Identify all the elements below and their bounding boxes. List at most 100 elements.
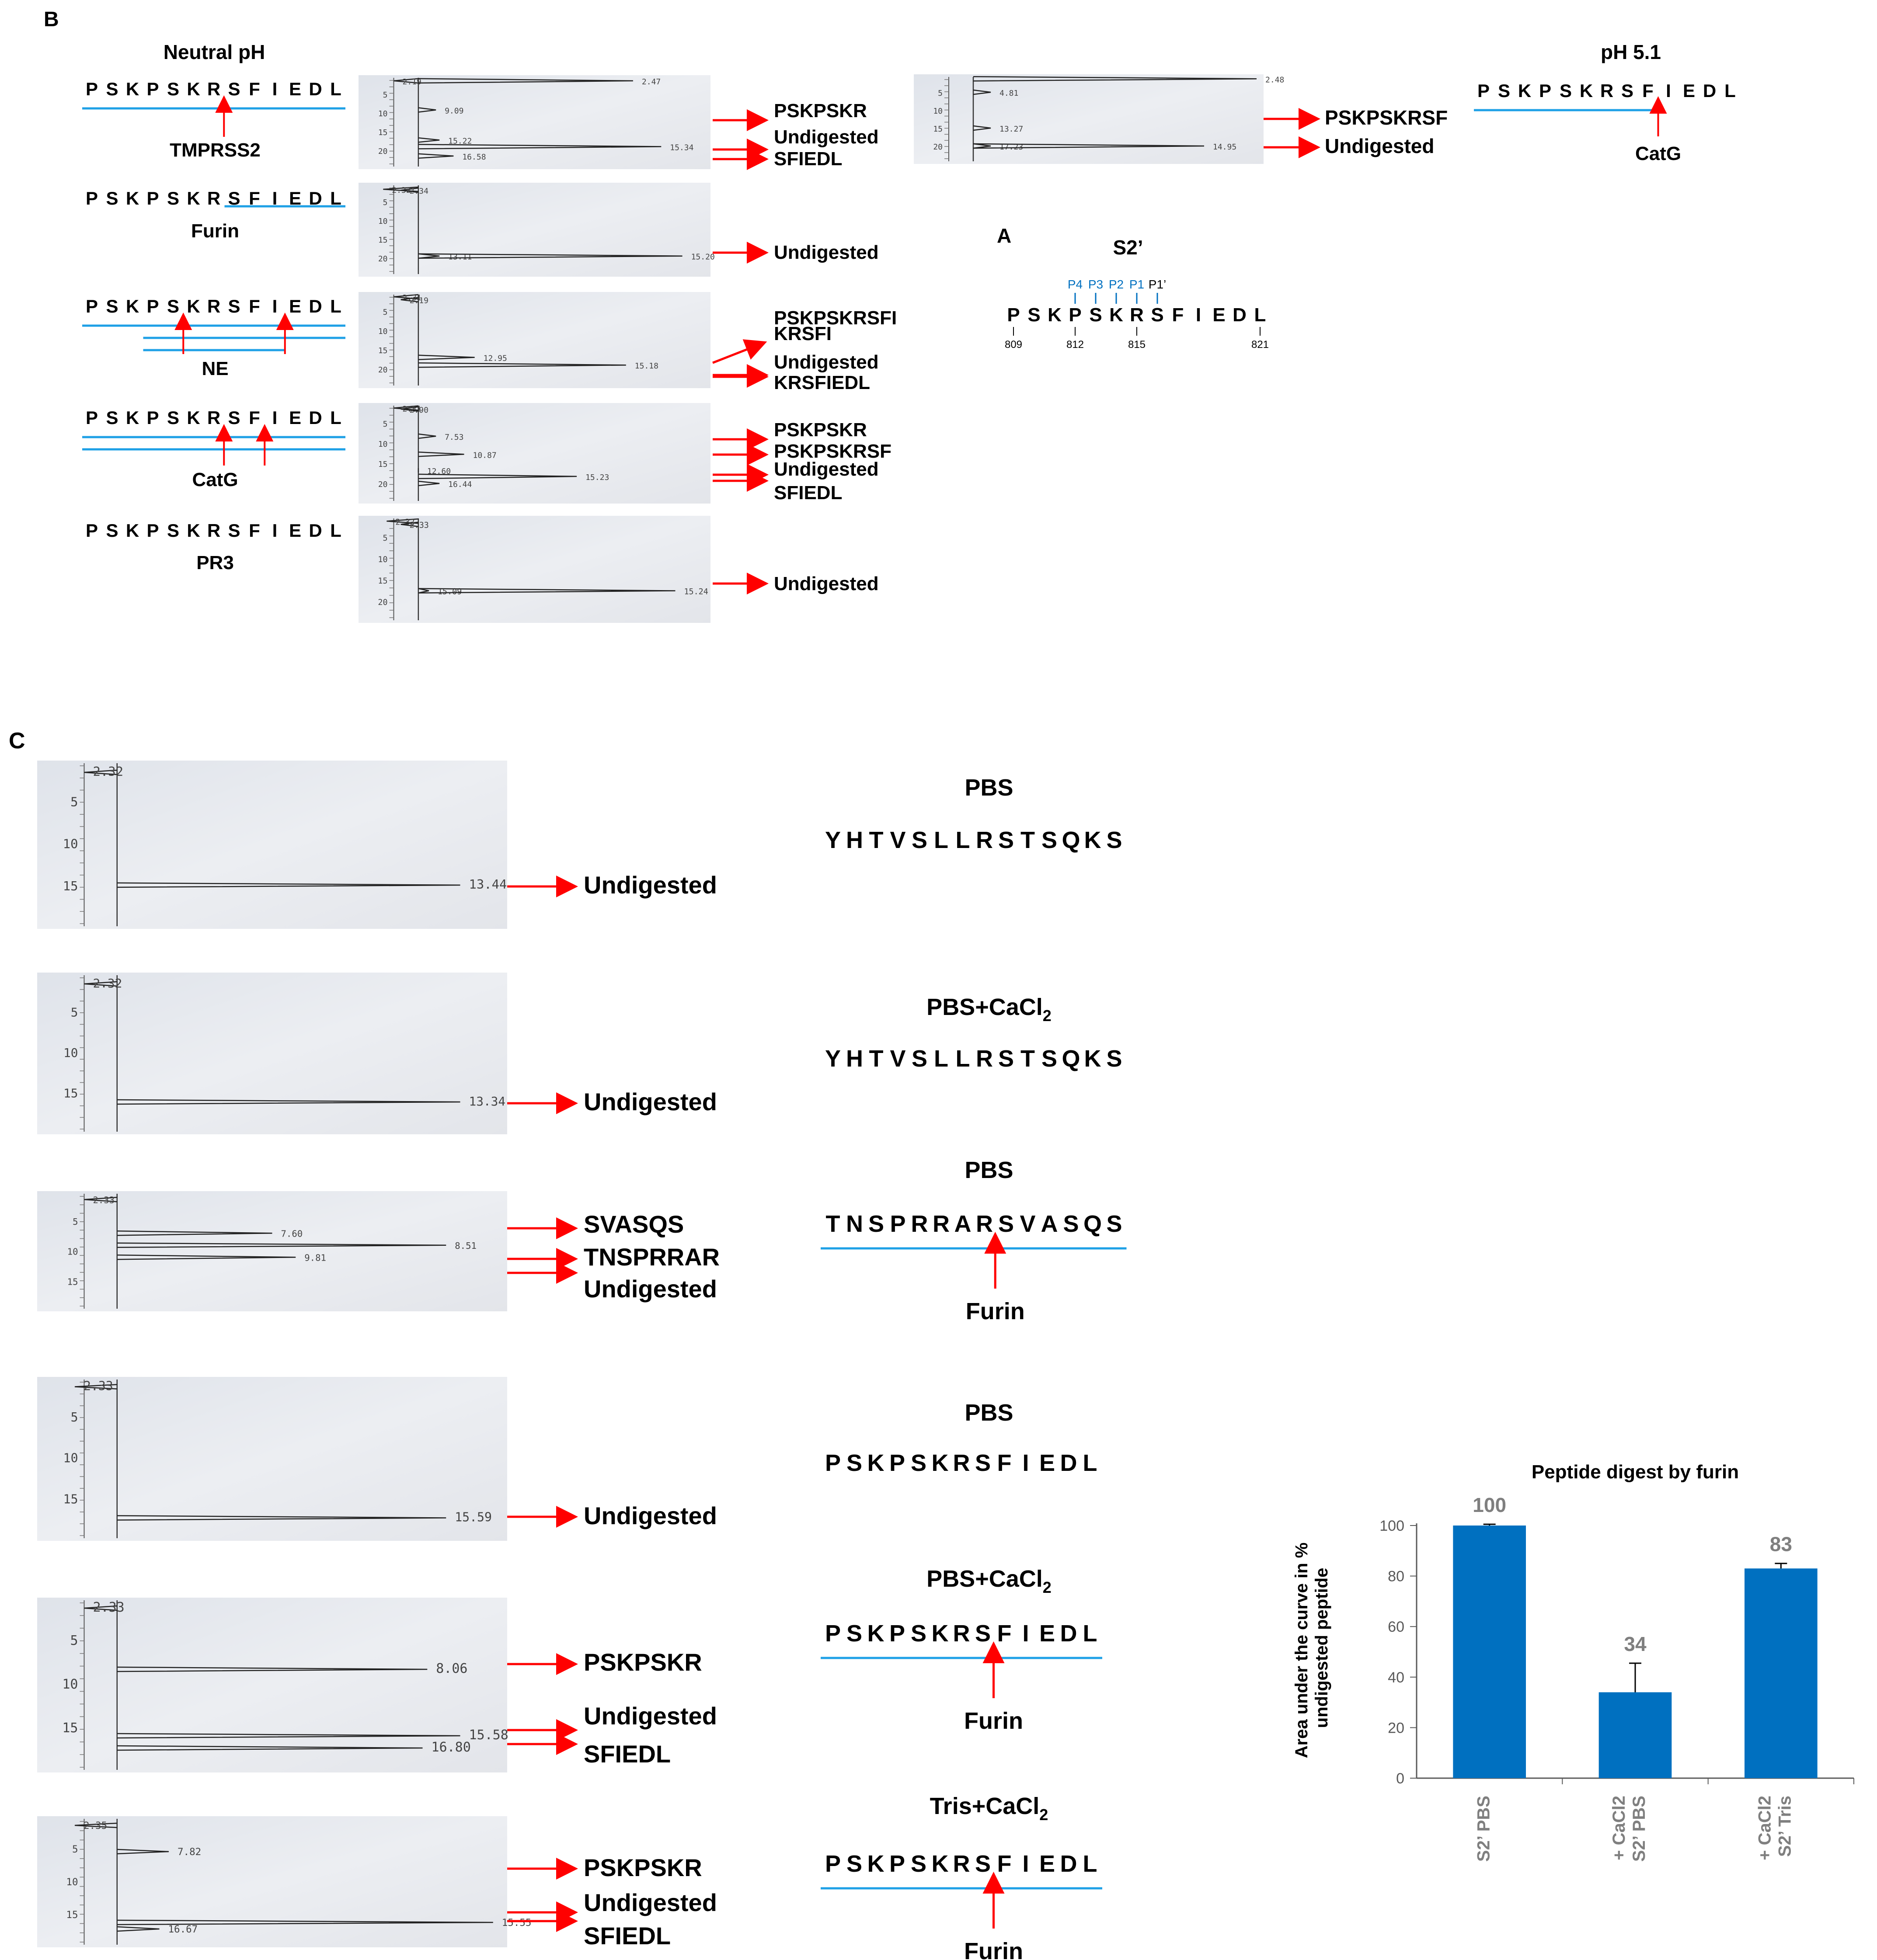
chromatogram-peak	[117, 1926, 160, 1932]
peak-retention-time: 15.18	[635, 361, 658, 371]
chromatogram-peak	[84, 1605, 117, 1611]
residue-letter: I	[272, 79, 278, 99]
y-tick-label: 60	[1388, 1619, 1404, 1635]
enzyme-label: Furin	[966, 1298, 1025, 1324]
residue-letter: E	[289, 520, 301, 541]
residue-letter: S	[167, 520, 179, 541]
buffer-subscript: 2	[1043, 1578, 1052, 1596]
chromatogram-axis-label: 5	[383, 198, 388, 207]
chromatogram-axis-label: 10	[63, 1046, 78, 1060]
chromatogram-peak	[973, 125, 991, 131]
residue-letter: F	[249, 296, 260, 316]
chromatogram-peak	[418, 144, 662, 149]
chromatogram-axis-label: 10	[378, 109, 388, 118]
chromatogram-peak	[117, 1849, 169, 1855]
residue-letter: A	[954, 1211, 972, 1237]
peak-retention-time: 7.53	[445, 433, 463, 442]
category-label-line: S2’ PBS	[1474, 1796, 1494, 1862]
residue-letter: R	[207, 520, 220, 541]
residue-letter: P	[889, 1620, 905, 1647]
category-label: S2’ PBS	[1474, 1796, 1494, 1862]
chromatogram-axis-label: 15	[378, 346, 388, 355]
residue-letter: K	[126, 296, 139, 316]
chromatogram-peak	[117, 1515, 446, 1521]
enzyme-label: Furin	[964, 1938, 1023, 1960]
residue-letter: D	[1060, 1620, 1077, 1647]
residue-letter: R	[976, 1211, 993, 1237]
residue-letter: S	[912, 827, 927, 853]
residue-letter: N	[846, 1211, 863, 1237]
residue-letter: S	[228, 520, 240, 541]
peak-retention-time: 9.81	[304, 1252, 326, 1263]
residue-letter: K	[126, 188, 139, 209]
residue-letter: S	[1041, 827, 1057, 853]
panel-b-label: B	[44, 8, 59, 31]
chromatogram-axis-label: 5	[73, 1216, 78, 1227]
chromatogram-peak	[117, 1099, 460, 1105]
product-label: Undigested	[584, 1502, 717, 1529]
residue-letter: S	[912, 1046, 927, 1072]
residue-letter: F	[249, 188, 260, 209]
chromatogram-photo	[914, 74, 1264, 164]
product-label: Undigested	[584, 871, 717, 899]
residue-letter: R	[953, 1851, 970, 1877]
peak-retention-time: 2.33	[84, 1379, 113, 1394]
chromatogram-photo	[37, 1191, 507, 1311]
residue-letter: S	[911, 1450, 926, 1476]
furin-digest-chart: Peptide digest by furin Area under the c…	[1292, 1461, 1854, 1862]
residue-letter: P	[1007, 304, 1020, 326]
product-label: Undigested	[774, 573, 879, 594]
chromatogram-peak	[418, 480, 440, 487]
chromatogram-axis-label: 10	[63, 1451, 78, 1466]
residue-letter: R	[953, 1620, 970, 1647]
peak-retention-time: 2.19	[403, 77, 421, 87]
residue-letter: L	[330, 79, 341, 99]
residue-letter: I	[1196, 304, 1201, 326]
chromatogram-peak	[418, 253, 683, 259]
chromatogram-peak	[117, 1745, 423, 1751]
residue-letter: K	[126, 79, 139, 99]
chromatogram-axis-label: 15	[378, 128, 388, 137]
peak-retention-time: 15.34	[670, 143, 693, 152]
peak-retention-time: 2.32	[93, 764, 124, 779]
chromatogram-photo	[359, 516, 710, 623]
residue-letter: Y	[825, 1046, 841, 1072]
product-label: Undigested	[774, 242, 879, 263]
chromatogram-axis-label: 10	[62, 1677, 78, 1692]
residue-letter: K	[1084, 1046, 1101, 1072]
product-label: KRSFI	[774, 323, 832, 344]
peak-retention-time: 15.58	[469, 1727, 508, 1743]
buffer-subscript: 2	[1039, 1806, 1048, 1824]
residue-letter: R	[1130, 304, 1144, 326]
enzyme-label: Furin	[964, 1708, 1023, 1734]
peak-retention-time: 8.06	[436, 1661, 467, 1676]
buffer-subscript: 2	[1043, 1007, 1052, 1025]
peak-retention-time: 8.51	[455, 1241, 477, 1251]
chromatogram-peak	[400, 406, 419, 412]
data-label: 100	[1473, 1494, 1506, 1516]
product-label: Undigested	[584, 1275, 717, 1303]
residue-letter: D	[309, 407, 322, 428]
y-tick-label: 80	[1388, 1568, 1404, 1585]
chart-title: Peptide digest by furin	[1532, 1461, 1739, 1483]
buffer-label: PBS+CaCl2	[926, 1566, 1052, 1596]
chromatogram-photo	[37, 761, 507, 929]
chromatogram-peak	[400, 521, 419, 527]
data-label: 83	[1770, 1533, 1792, 1556]
residue-letter: R	[953, 1450, 970, 1476]
chromatogram-axis-label: 20	[378, 480, 388, 489]
residue-letter: E	[1039, 1620, 1055, 1647]
chromatogram-axis-label: 15	[378, 236, 388, 245]
